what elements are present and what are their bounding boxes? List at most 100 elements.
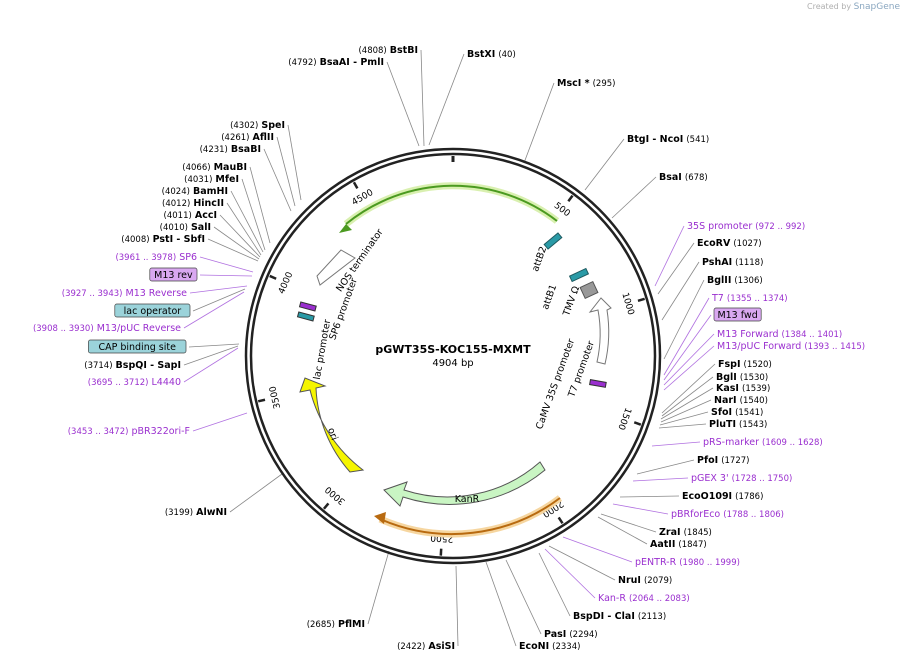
- leader-line: [183, 291, 245, 329]
- site-label: M13 rev: [149, 267, 198, 282]
- site-label: (3714) BspQI - SapI: [84, 360, 181, 371]
- label-position: (972 .. 992): [755, 222, 805, 232]
- leader-line: [199, 256, 254, 273]
- leader-line: [367, 550, 390, 625]
- outer-arc-green: [343, 182, 560, 227]
- label-position: (1609 .. 1628): [762, 438, 823, 448]
- site-label: NarI (1540): [714, 395, 768, 406]
- feature-label: KanR: [455, 494, 480, 505]
- label-position: (1980 .. 1999): [679, 558, 740, 568]
- site-label: (3695 .. 3712) L4440: [88, 377, 181, 388]
- leader-line: [660, 399, 712, 423]
- label-name: SalI: [191, 222, 211, 233]
- label-text: (3714) BspQI - SapI: [84, 360, 181, 371]
- label-position: (1727): [721, 456, 749, 466]
- label-box: [713, 307, 762, 322]
- leader-line: [241, 178, 266, 251]
- label-text: (4031) MfeI: [184, 174, 239, 185]
- leader-line: [548, 545, 616, 581]
- label-position: (1384 .. 1401): [782, 330, 843, 340]
- label-position: (1539): [742, 384, 770, 394]
- leader-line: [287, 124, 302, 201]
- label-text: SfoI (1541): [711, 407, 763, 418]
- leader-line: [428, 53, 465, 146]
- leader-line: [663, 345, 715, 391]
- label-name: NarI: [714, 395, 737, 406]
- label-name: HincII: [193, 198, 224, 209]
- label-box: [88, 339, 187, 354]
- label-name: BstXI: [467, 49, 495, 60]
- label-name: EcoO109I: [682, 491, 732, 502]
- site-label: lac operator: [114, 303, 191, 318]
- site-label: (2685) PflMI: [307, 619, 365, 630]
- label-text: NarI (1540): [714, 395, 768, 406]
- label-position: (4792): [288, 58, 316, 68]
- site-label: pGEX 3' (1728 .. 1750): [691, 473, 792, 484]
- label-name: PluTI: [709, 419, 736, 430]
- site-label: (4302) SpeI: [230, 120, 285, 131]
- label-text: pBRforEco (1788 .. 1806): [671, 509, 784, 520]
- credit: Created by SnapGene: [807, 2, 900, 12]
- site-label: (4261) AflII: [221, 132, 274, 143]
- leader-line: [600, 513, 657, 533]
- site-label: pBRforEco (1788 .. 1806): [671, 509, 784, 520]
- tick-label: 1500: [615, 406, 632, 431]
- label-name: M13 Forward: [717, 329, 779, 340]
- label-position: (4808): [358, 46, 386, 56]
- label-position: (2685): [307, 620, 335, 630]
- label-name: AatII: [650, 539, 675, 550]
- leader-line: [657, 242, 695, 295]
- backbone-outer: [244, 147, 662, 565]
- tick-label: 3000: [323, 484, 347, 507]
- site-label: (4808) BstBI: [358, 45, 418, 56]
- leader-line: [230, 190, 264, 253]
- tick-mark: [633, 421, 642, 426]
- label-position: (4031): [184, 175, 212, 185]
- leader-line: [636, 459, 695, 475]
- label-position: (541): [686, 135, 709, 145]
- label-name: pBRforEco: [671, 509, 720, 520]
- label-text: (2422) AsiSI: [397, 641, 455, 652]
- label-name: SpeI: [261, 120, 285, 131]
- label-position: (1520): [744, 360, 772, 370]
- attb2-shape: [543, 232, 563, 250]
- site-label: (4231) BsaBI: [200, 144, 261, 155]
- tick-mark: [557, 516, 564, 525]
- label-text: PluTI (1543): [709, 419, 767, 430]
- site-label: BstXI (40): [467, 49, 516, 60]
- label-text: (4066) MauBI: [182, 162, 247, 173]
- label-position: (4024): [162, 187, 190, 197]
- label-text: T7 (1355 .. 1374): [711, 293, 788, 304]
- label-position: (2294): [569, 630, 597, 640]
- label-name: pBR322ori-F: [131, 426, 190, 437]
- feature-label: attB1: [540, 283, 559, 311]
- label-name: M13/pUC Reverse: [97, 323, 181, 334]
- leader-line: [658, 423, 707, 429]
- site-label: (4066) MauBI: [182, 162, 247, 173]
- label-name: M13/pUC Forward: [717, 341, 801, 352]
- site-label: (4012) HincII: [162, 198, 224, 209]
- label-text: (4231) BsaBI: [200, 144, 261, 155]
- label-text: BspDI - ClaI (2113): [573, 611, 666, 622]
- site-label: (4010) SalI: [160, 222, 211, 233]
- site-label: EcoRV (1027): [697, 238, 762, 249]
- label-text: PasI (2294): [544, 629, 598, 640]
- ori-arrow: [299, 377, 365, 473]
- label-text: FspI (1520): [718, 359, 772, 370]
- leader-line: [544, 548, 596, 599]
- site-label: BglI (1530): [716, 372, 768, 383]
- camv-35s-promoter-shape: [588, 297, 612, 365]
- label-box: [149, 267, 198, 282]
- label-position: (1306): [734, 276, 762, 286]
- site-label: (2422) AsiSI: [397, 641, 455, 652]
- outer-arc-green-line: [345, 184, 558, 225]
- leader-line: [219, 214, 261, 258]
- label-position: (1543): [739, 420, 767, 430]
- site-label: FspI (1520): [718, 359, 772, 370]
- label-position: (3199): [165, 508, 193, 518]
- label-name: M13 rev: [154, 270, 193, 281]
- leader-line: [263, 148, 292, 212]
- site-label: CAP binding site: [88, 339, 187, 354]
- leader-line: [523, 82, 555, 164]
